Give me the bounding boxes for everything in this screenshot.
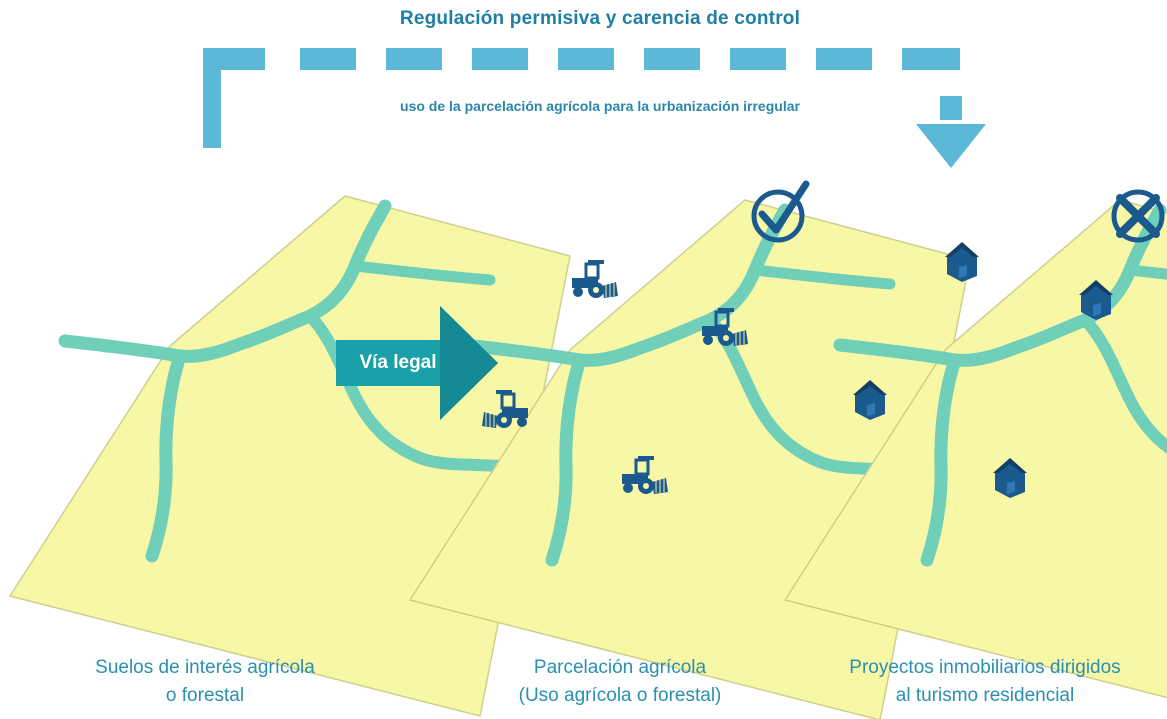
connector-dash-vertical [940,96,962,120]
connector-dash [558,48,614,70]
caption-line: o forestal [165,685,245,706]
caption-line: (Uso agrícola o forestal) [518,685,722,706]
check-icon [751,180,810,243]
caption-residential-projects: Proyectos inmobiliarios dirigidos al tur… [815,654,1155,710]
caption-agricultural-land: Suelos de interés agrícola o forestal [40,654,370,710]
caption-agricultural-parcels: Parcelación agrícola (Uso agrícola o for… [455,654,785,710]
regulation-connector [203,48,986,168]
connector-vertical-left [203,48,221,148]
caption-line: Parcelación agrícola [533,657,707,678]
cross-icon [1111,189,1165,243]
plot-agricultural-land [10,196,570,716]
connector-corner [203,48,265,70]
caption-line: Suelos de interés agrícola [95,657,315,678]
connector-dash [300,48,356,70]
connector-dash [472,48,528,70]
regulation-title: Regulación permisiva y carencia de contr… [399,8,801,29]
via-legal-label: Vía legal [359,352,437,373]
connector-dash [644,48,700,70]
connector-dash [730,48,786,70]
caption-line: Proyectos inmobiliarios dirigidos [849,657,1121,678]
connector-dash [386,48,442,70]
connector-dash [816,48,872,70]
regulation-subtitle: uso de la parcelación agrícola para la u… [400,98,800,114]
caption-line: al turismo residencial [895,685,1075,706]
via-legal-arrow [336,306,498,420]
connector-dash [902,48,960,70]
down-arrow-icon [916,124,986,168]
tractor-icon [570,258,620,300]
